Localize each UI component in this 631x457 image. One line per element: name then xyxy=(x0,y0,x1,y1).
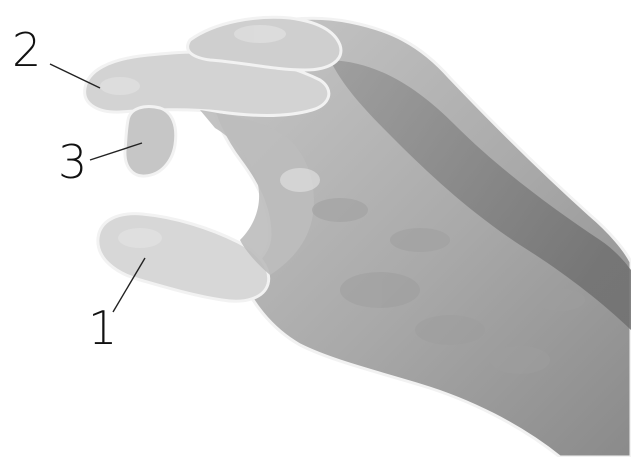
hand-illustration xyxy=(85,17,631,457)
curled-finger-shape xyxy=(125,107,176,177)
callout-3-label: 3 xyxy=(58,135,87,189)
callout-2-label: 2 xyxy=(12,23,41,77)
callout-1-label: 1 xyxy=(88,301,117,355)
thumb-shape xyxy=(98,214,269,302)
